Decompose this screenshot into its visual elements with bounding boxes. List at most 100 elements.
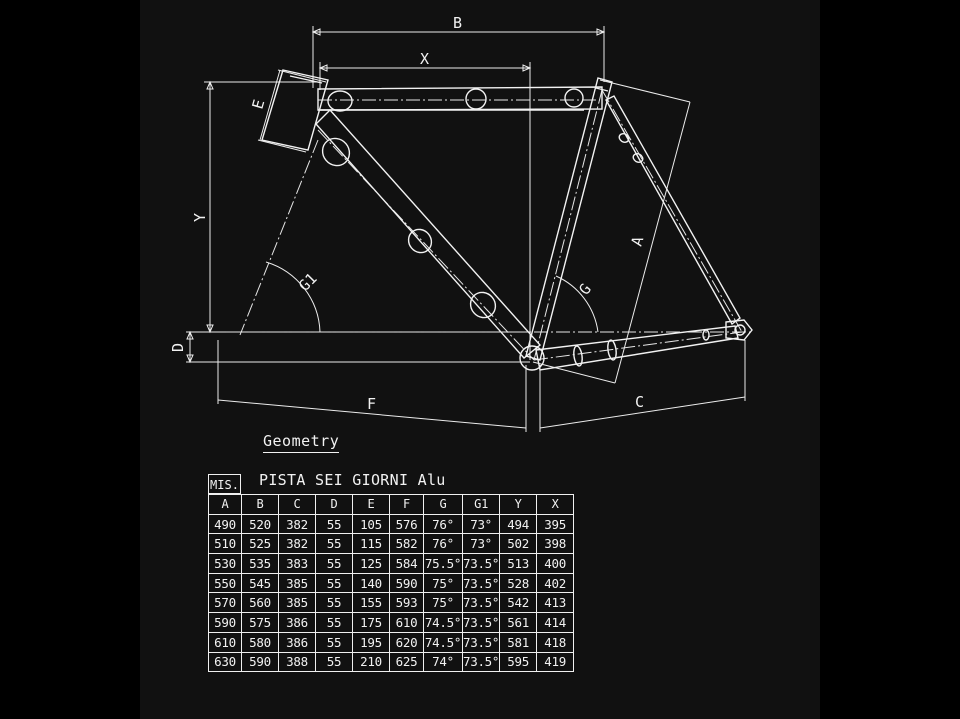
table-cell: 76° — [423, 513, 463, 535]
table-cell: 620 — [389, 631, 424, 653]
table-cell: 610 — [208, 631, 242, 653]
table-cell: 400 — [536, 553, 575, 574]
dimension-label-b: B — [453, 14, 462, 32]
table-cell: 210 — [352, 651, 390, 673]
table-cell: 528 — [499, 572, 538, 594]
table-cell: 175 — [352, 612, 390, 633]
table-cell: 513 — [499, 553, 538, 574]
model-name: PISTA SEI GIORNI Alu — [259, 471, 446, 489]
table-cell: 73.5° — [461, 631, 501, 653]
table-cell: 525 — [241, 533, 279, 555]
table-cell: 55 — [315, 592, 353, 614]
table-cell: 414 — [536, 612, 575, 633]
table-cell: 74.5° — [423, 612, 463, 633]
dimension-d: D — [169, 330, 530, 364]
column-header: D — [315, 494, 353, 515]
table-cell: 386 — [278, 631, 316, 653]
table-cell: 545 — [241, 572, 279, 594]
table-cell: 575 — [241, 612, 279, 633]
column-header: F — [389, 494, 424, 515]
seat-tube — [525, 77, 613, 361]
table-cell: 382 — [278, 513, 316, 535]
table-cell: 418 — [536, 631, 575, 653]
table-cell: 520 — [241, 513, 279, 535]
table-cell: 413 — [536, 592, 575, 614]
table-cell: 195 — [352, 631, 390, 653]
column-header: G1 — [461, 494, 501, 515]
table-cell: 75° — [423, 572, 463, 594]
dimension-b: B — [311, 14, 606, 88]
column-header: A — [208, 494, 242, 515]
table-cell: 73° — [461, 513, 501, 535]
table-cell: 490 — [208, 513, 242, 535]
table-cell: 561 — [499, 612, 538, 633]
down-tube — [315, 108, 542, 359]
table-cell: 382 — [278, 533, 316, 555]
table-cell: 55 — [315, 612, 353, 633]
top-tube — [317, 86, 603, 112]
head-tube — [261, 69, 329, 151]
table-cell: 542 — [499, 592, 538, 614]
table-cell: 610 — [389, 612, 424, 633]
chain-stay — [535, 325, 739, 371]
dimension-label-y: Y — [191, 213, 209, 222]
column-header: Y — [499, 494, 538, 515]
angle-label-g: G — [575, 280, 595, 298]
table-cell: 386 — [278, 612, 316, 633]
table-cell: 395 — [536, 513, 575, 535]
table-cell: 590 — [389, 572, 424, 594]
table-cell: 576 — [389, 513, 424, 535]
table-cell: 590 — [208, 612, 242, 633]
dimension-label-x: X — [420, 50, 429, 68]
table-cell: 105 — [352, 513, 390, 535]
table-cell: 73.5° — [461, 572, 501, 594]
table-cell: 73.5° — [461, 651, 501, 673]
table-cell: 55 — [315, 553, 353, 574]
table-cell: 550 — [208, 572, 242, 594]
table-cell: 55 — [315, 533, 353, 555]
table-cell: 402 — [536, 572, 575, 594]
column-header: X — [536, 494, 575, 515]
table-cell: 55 — [315, 513, 353, 535]
table-cell: 593 — [389, 592, 424, 614]
table-cell: 73° — [461, 533, 501, 555]
dimension-c: C — [539, 340, 746, 432]
table-cell: 74.5° — [423, 631, 463, 653]
table-cell: 155 — [352, 592, 390, 614]
table-cell: 419 — [536, 651, 575, 673]
table-cell: 76° — [423, 533, 463, 555]
table-cell: 74° — [423, 651, 463, 673]
table-cell: 582 — [389, 533, 424, 555]
table-cell: 140 — [352, 572, 390, 594]
table-cell: 580 — [241, 631, 279, 653]
table-cell: 55 — [315, 572, 353, 594]
table-cell: 115 — [352, 533, 390, 555]
table-cell: 73.5° — [461, 553, 501, 574]
dimension-f: F — [217, 340, 527, 432]
column-header: G — [423, 494, 463, 515]
bottom-bracket — [519, 345, 545, 371]
dimension-a: A — [532, 79, 691, 384]
dimension-label-a: A — [628, 234, 648, 248]
table-cell: 75.5° — [423, 553, 463, 574]
table-cell: 385 — [278, 572, 316, 594]
dimension-label-c: C — [635, 393, 644, 411]
dimension-label-e: E — [249, 97, 269, 111]
table-cell: 535 — [241, 553, 279, 574]
table-cell: 625 — [389, 651, 424, 673]
angle-label-g1: G1 — [295, 269, 321, 295]
table-cell: 385 — [278, 592, 316, 614]
dimension-label-d: D — [169, 343, 187, 352]
table-cell: 388 — [278, 651, 316, 673]
rear-dropout — [725, 319, 753, 341]
table-cell: 560 — [241, 592, 279, 614]
